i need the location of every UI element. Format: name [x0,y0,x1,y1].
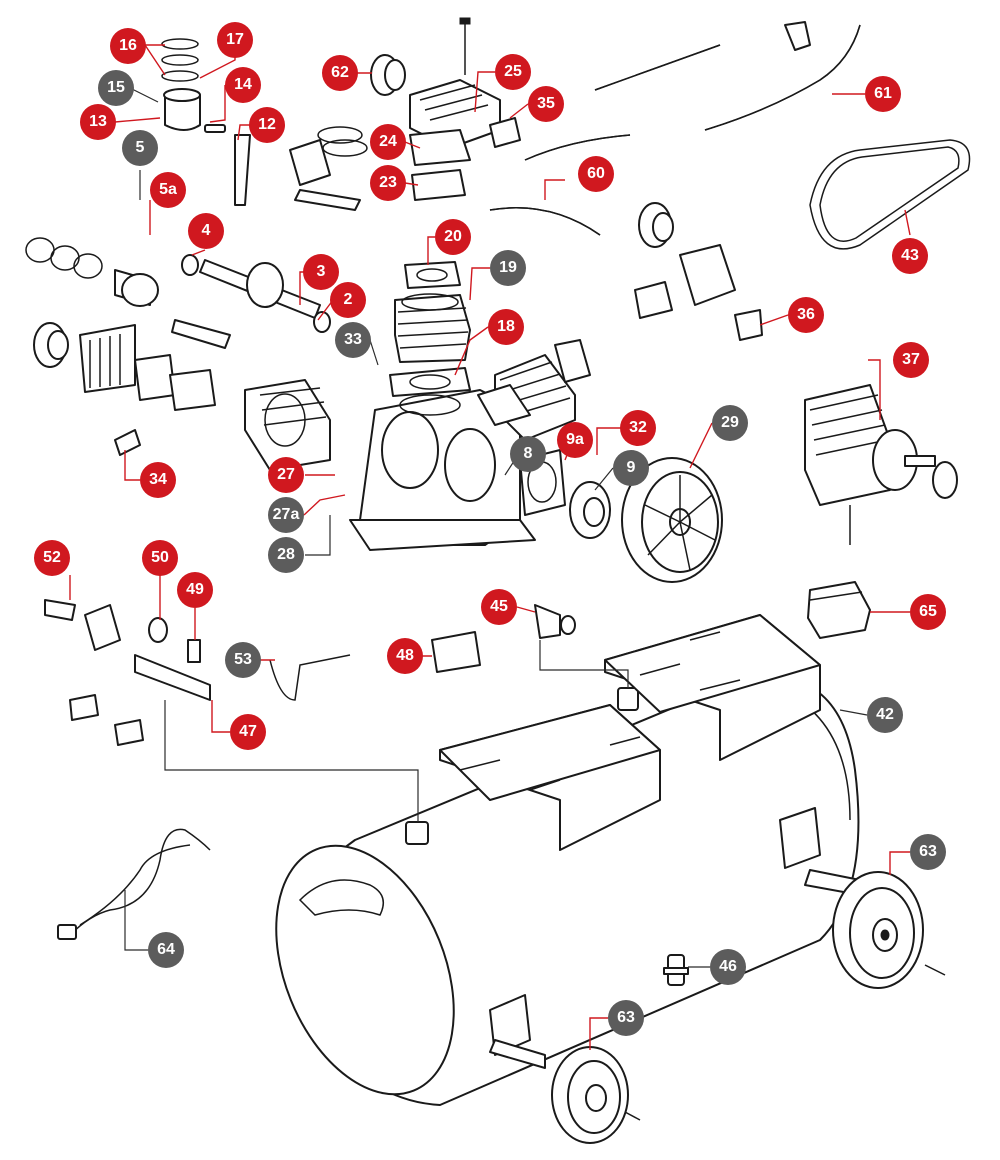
callout-62: 62 [322,55,358,91]
callout-34: 34 [140,462,176,498]
flywheel [621,457,723,583]
callout-65: 65 [910,594,946,630]
callout-43: 43 [892,238,928,274]
callout-32: 32 [620,410,656,446]
callout-42: 42 [867,697,903,733]
callout-2: 2 [330,282,366,318]
piston-assembly [25,38,368,307]
callout-3: 3 [303,254,339,290]
air-tank [275,675,861,1106]
callout-45: 45 [481,589,517,625]
callout-53: 53 [225,642,261,678]
switch-box [807,581,871,639]
air-filter-right [634,202,736,319]
callout-63-large-wheel: 63 [910,834,946,870]
callout-20: 20 [435,219,471,255]
callout-4: 4 [188,213,224,249]
callout-12: 12 [249,107,285,143]
callout-60: 60 [578,156,614,192]
callout-64: 64 [148,932,184,968]
callout-27a: 27a [268,497,304,533]
callout-13: 13 [80,104,116,140]
callout-5: 5 [122,130,158,166]
crankshaft [171,254,331,349]
drive-belt [809,139,971,250]
cylinder-center [394,293,471,363]
bearing-cover [569,481,611,539]
callout-48: 48 [387,638,423,674]
elbow-fittings [114,117,763,456]
callout-9a: 9a [557,422,593,458]
cylinder-left [244,379,331,471]
cylinder-head [409,17,501,201]
callout-29: 29 [712,405,748,441]
callout-49: 49 [177,572,213,608]
power-cord [57,828,211,940]
callout-46: 46 [710,949,746,985]
pressure-switch [431,604,576,673]
callout-33: 33 [335,322,371,358]
callout-9: 9 [613,450,649,486]
callout-5a: 5a [150,172,186,208]
callout-50: 50 [142,540,178,576]
callout-14: 14 [225,67,261,103]
callout-35: 35 [528,86,564,122]
drain-valve [663,954,689,986]
callout-8: 8 [510,436,546,472]
callout-25: 25 [495,54,531,90]
gaskets [134,261,591,516]
callout-27: 27 [268,457,304,493]
callout-63-small-wheel: 63 [608,1000,644,1036]
manifold [44,599,351,746]
wheel-large [832,871,946,989]
mounting-plates [439,614,821,851]
callout-17: 17 [217,22,253,58]
callout-23: 23 [370,165,406,201]
callout-24: 24 [370,124,406,160]
crankcase [349,389,536,551]
callout-52: 52 [34,540,70,576]
callout-37: 37 [893,342,929,378]
electric-motor [804,384,958,545]
callout-18: 18 [488,309,524,345]
callout-61: 61 [865,76,901,112]
air-filter-top [370,54,406,96]
callout-36: 36 [788,297,824,333]
callout-47: 47 [230,714,266,750]
hoses [489,21,861,236]
callout-16: 16 [110,28,146,64]
air-filter-left [33,322,136,393]
callout-19: 19 [490,250,526,286]
wheel-small [551,1046,641,1144]
callout-28: 28 [268,537,304,573]
callout-15: 15 [98,70,134,106]
